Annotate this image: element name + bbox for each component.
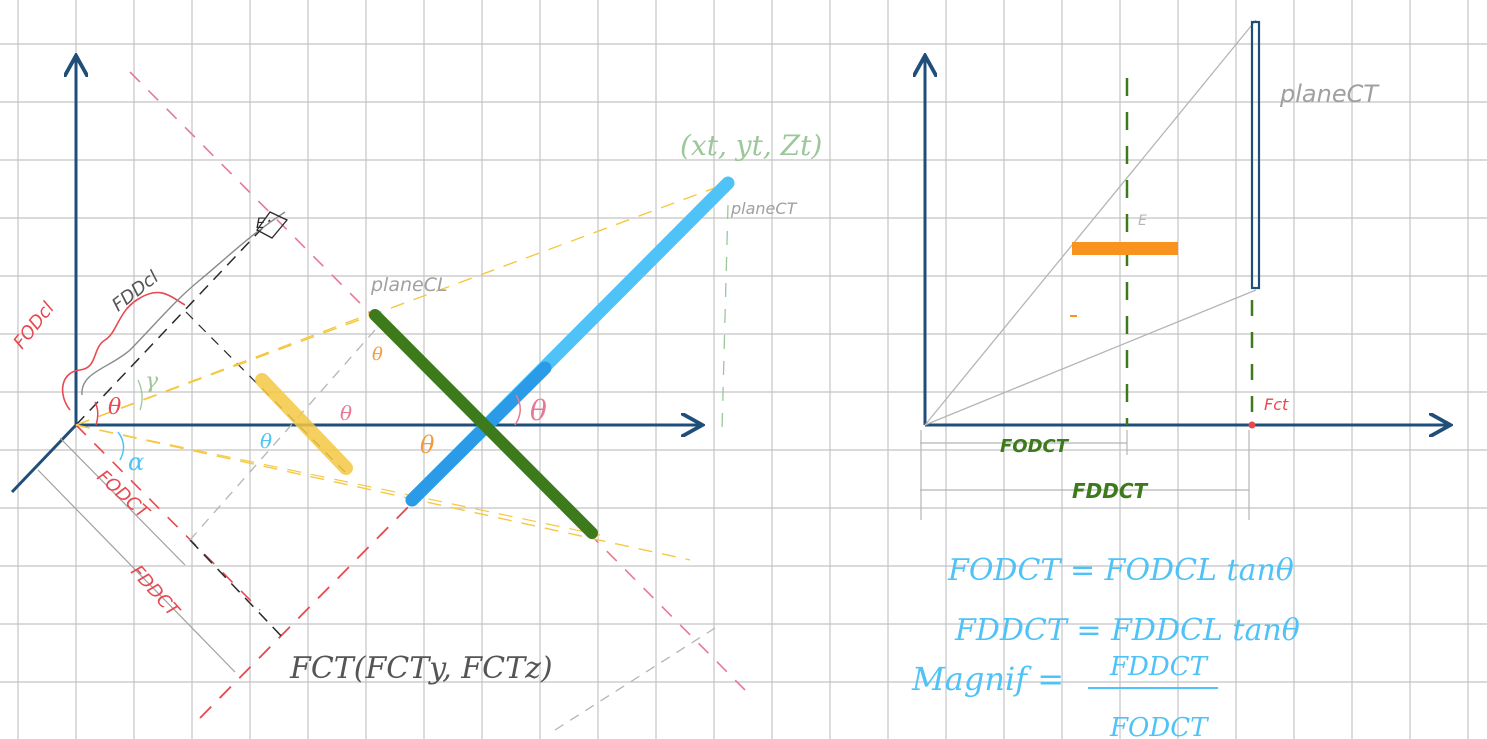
theta-pink-large-label: θ bbox=[530, 394, 547, 427]
fddct-label-left: FDDCT bbox=[126, 561, 184, 622]
right-ray-upper bbox=[924, 19, 1257, 426]
fct-point bbox=[1248, 421, 1256, 429]
black-dashed-line-up bbox=[75, 219, 271, 426]
yellow-ray-3 bbox=[75, 424, 691, 561]
yellow-ray-1 bbox=[75, 182, 729, 426]
theta-origin-label: θ bbox=[108, 395, 121, 420]
plane-cl-label: planeCL bbox=[370, 274, 448, 296]
green-segment-cl bbox=[369, 309, 598, 539]
e-label-right: E bbox=[1138, 213, 1147, 229]
right-diagram: planeCT E Fct FODCT FDDCT bbox=[920, 19, 1448, 520]
plane-ct-label-right: planeCT bbox=[1279, 80, 1380, 108]
gamma-label: γ bbox=[145, 369, 159, 394]
black-dashed-line-down bbox=[189, 539, 286, 641]
point-label: (xt, yt, Zt) bbox=[680, 129, 822, 162]
equations: FODCT = FODCL tanθ FDDCT = FDDCL tanθ Ma… bbox=[911, 553, 1300, 739]
left-z-axis bbox=[10, 423, 78, 494]
fodcl-brace bbox=[61, 291, 186, 411]
orange-object-bar bbox=[1072, 242, 1178, 255]
fct-label: Fct bbox=[1264, 395, 1289, 414]
plane-ct-label-left: planeCT bbox=[730, 199, 798, 218]
theta-arc-origin bbox=[94, 401, 99, 426]
alpha-arc bbox=[117, 431, 125, 461]
theta-blue-label: θ bbox=[260, 429, 272, 453]
marker-e-label: E bbox=[256, 216, 265, 232]
blue-segment-ct-dark bbox=[405, 361, 552, 507]
red-dashed-line-upright bbox=[199, 494, 421, 719]
equation-magnif-lhs: Magnif = bbox=[911, 660, 1064, 698]
right-ray-lower bbox=[924, 289, 1257, 426]
fddct-measure-line bbox=[37, 469, 236, 673]
theta-arc-pink bbox=[514, 394, 521, 426]
theta-orange-label: θ bbox=[420, 431, 435, 459]
equation-magnif-numerator: FDDCT bbox=[1109, 652, 1209, 682]
fodct-label-left: FODCT bbox=[93, 466, 155, 524]
yellow-ray-4 bbox=[75, 424, 601, 536]
fddcl-brace bbox=[81, 211, 286, 396]
fodct-measure-line bbox=[59, 437, 186, 566]
alpha-label: α bbox=[128, 448, 144, 476]
fddct-label-right: FDDCT bbox=[1072, 479, 1149, 503]
red-dashed-line-lower bbox=[75, 424, 261, 611]
theta-pink-small-label: θ bbox=[340, 401, 352, 425]
left-diagram: (xt, yt, Zt) planeCT planeCL FCT(FCTy, F… bbox=[9, 58, 822, 731]
plane-ct-detector bbox=[1250, 20, 1261, 290]
equation-fddct: FDDCT = FDDCL tanθ bbox=[954, 613, 1300, 648]
equation-fodct: FODCT = FODCL tanθ bbox=[947, 553, 1294, 588]
theta-orange-vertical-label: θ bbox=[372, 344, 383, 365]
gray-dashed-line-c bbox=[721, 204, 729, 431]
fodcl-label: FODcl bbox=[9, 298, 58, 353]
fodct-label-right: FODCT bbox=[1000, 436, 1070, 457]
yellow-ray-2 bbox=[75, 311, 376, 426]
fddcl-label: FDDcl bbox=[108, 267, 163, 316]
yellow-segment-e bbox=[255, 373, 353, 475]
equation-magnif-denominator: FODCT bbox=[1109, 713, 1209, 739]
gray-dashed-line-b bbox=[554, 627, 716, 731]
source-label: FCT(FCTy, FCTz) bbox=[289, 651, 553, 686]
gamma-arc bbox=[137, 379, 143, 411]
fddcl-brace-end bbox=[256, 211, 289, 239]
